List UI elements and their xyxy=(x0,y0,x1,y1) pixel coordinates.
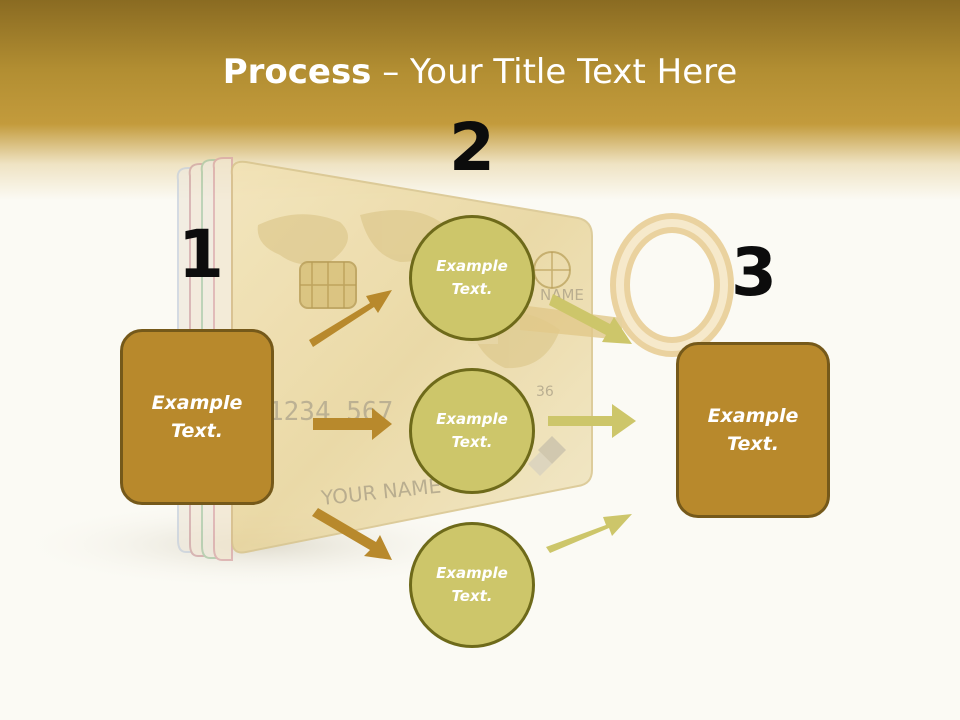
left-arrow-up xyxy=(309,290,392,347)
slide-title: Process – Your Title Text Here xyxy=(0,52,960,92)
step-number-1: 1 xyxy=(178,216,224,293)
circle-bottom: Example Text. xyxy=(409,522,535,648)
right-arrow-down xyxy=(546,514,632,553)
step-number-3: 3 xyxy=(731,234,777,311)
header-band xyxy=(0,0,960,200)
title-rest: – Your Title Text Here xyxy=(371,52,738,92)
right-step-box: Example Text. xyxy=(676,342,830,518)
card-digits: 36 xyxy=(536,384,554,400)
left-arrow-down xyxy=(312,508,392,560)
card-name-top: NAME xyxy=(540,286,584,304)
right-arrow-middle xyxy=(548,404,636,438)
circle-top: Example Text. xyxy=(409,215,535,341)
circle-middle: Example Text. xyxy=(409,368,535,494)
step-number-2: 2 xyxy=(449,109,495,186)
right-arrow-up xyxy=(549,294,632,344)
left-arrow-middle xyxy=(313,408,392,440)
title-bold: Process xyxy=(222,52,372,92)
left-step-box: Example Text. xyxy=(120,329,274,505)
key-illustration xyxy=(468,213,734,357)
